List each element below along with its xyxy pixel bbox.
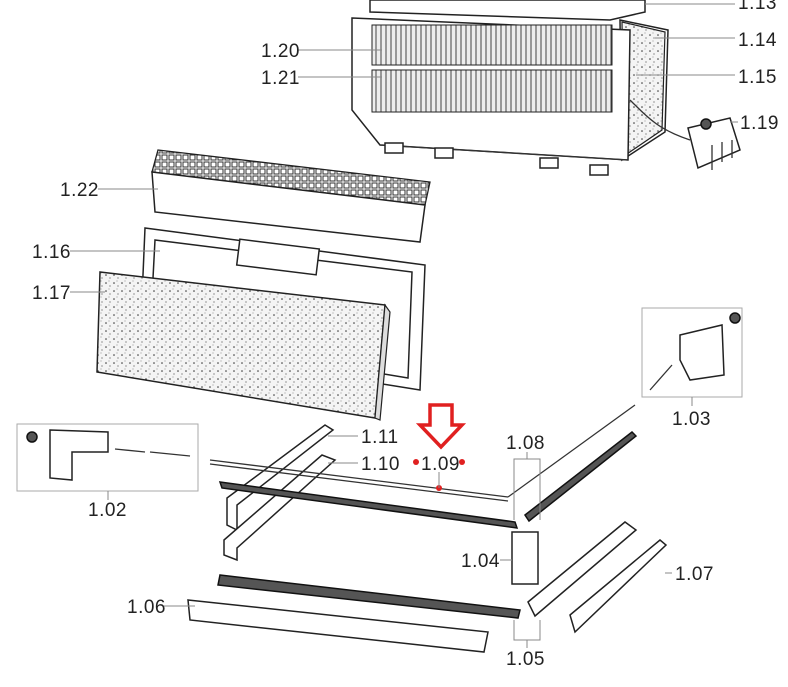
label-1-09: 1.09 xyxy=(421,454,460,475)
leader-lines xyxy=(70,3,738,648)
label-1-07: 1.07 xyxy=(675,564,714,585)
grille-1-22 xyxy=(151,149,431,243)
highlight-marker-1-09 xyxy=(413,403,467,491)
label-1-14: 1.14 xyxy=(738,30,777,51)
label-1-19: 1.19 xyxy=(740,113,779,134)
rails xyxy=(187,404,668,653)
switch-assembly-1-03 xyxy=(641,307,743,406)
red-down-arrow-icon xyxy=(415,403,467,450)
heater-element-assembly xyxy=(351,0,669,176)
label-1-03: 1.03 xyxy=(672,409,711,430)
label-1-10: 1.10 xyxy=(361,454,400,475)
label-1-20: 1.20 xyxy=(261,41,300,62)
hinge-assembly-1-02 xyxy=(16,423,199,500)
insulation-board-1-17 xyxy=(96,271,391,421)
red-dot-right xyxy=(459,459,465,465)
label-1-11: 1.11 xyxy=(361,427,399,448)
label-1-17: 1.17 xyxy=(32,283,71,304)
part-labels: 1.13 1.14 1.15 1.19 1.20 1.21 1.22 1.16 … xyxy=(32,0,779,670)
label-1-06: 1.06 xyxy=(127,597,166,618)
label-1-21: 1.21 xyxy=(261,68,300,89)
label-1-16: 1.16 xyxy=(32,242,71,263)
label-1-02: 1.02 xyxy=(88,500,127,521)
label-1-04: 1.04 xyxy=(461,551,500,572)
label-1-15: 1.15 xyxy=(738,67,777,88)
label-1-22: 1.22 xyxy=(60,180,99,201)
label-1-05: 1.05 xyxy=(506,649,545,670)
red-dot-left xyxy=(413,459,419,465)
label-1-08: 1.08 xyxy=(506,433,545,454)
thermostat-1-19 xyxy=(629,99,741,170)
label-1-13: 1.13 xyxy=(738,0,777,14)
